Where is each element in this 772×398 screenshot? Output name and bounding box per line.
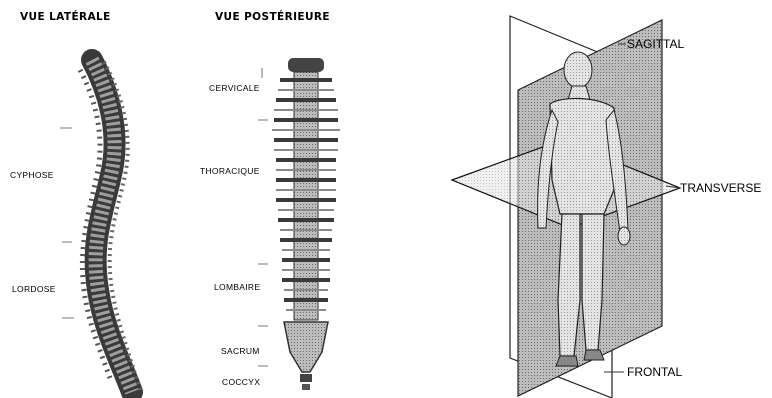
lumbar-label: LOMBAIRE — [214, 282, 260, 292]
lordosis-label: LORDOSE — [12, 284, 56, 294]
coccyx-label: COCCYX — [222, 377, 260, 387]
frontal-label: FRONTAL — [627, 365, 682, 379]
lateral-view-title: VUE LATÉRALE — [20, 11, 111, 23]
posterior-view-title: VUE POSTÉRIEURE — [215, 11, 330, 23]
sagittal-label: SAGITTAL — [627, 37, 684, 51]
lateral-spine-illustration — [60, 60, 140, 392]
cervical-label: CERVICALE — [209, 83, 260, 93]
sacrum-label: SACRUM — [221, 346, 260, 356]
transverse-label: TRANSVERSE — [680, 181, 761, 195]
posterior-spine-illustration — [258, 58, 340, 390]
thoracic-label: THORACIQUE — [200, 166, 260, 176]
kyphosis-label: CYPHOSE — [10, 170, 54, 180]
body-planes-illustration — [452, 16, 680, 398]
